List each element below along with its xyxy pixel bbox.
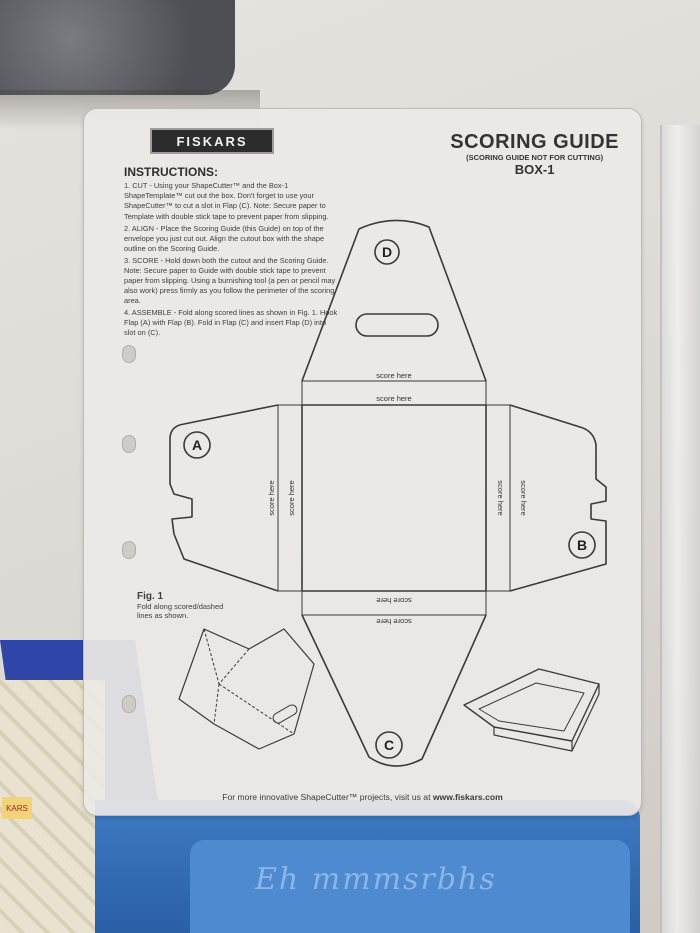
sticker-label: KARS	[2, 797, 32, 819]
flap-label-d: D	[382, 244, 392, 260]
guide-subtitle: (SCORING GUIDE NOT FOR CUTTING)	[466, 153, 604, 162]
score-label-top: score here	[376, 371, 411, 380]
score-label-top-inner: score here	[376, 394, 411, 403]
flap-c-outline	[301, 614, 487, 767]
fig1-folded-box-sketch	[178, 628, 315, 750]
stencil-script-text: Eh mmmsrbhs	[255, 862, 497, 897]
flap-a-outline	[169, 404, 279, 592]
score-label-right: score here	[496, 480, 505, 515]
score-label-left-inner: score here	[287, 480, 296, 515]
scoring-guide-template: FISKARS SCORING GUIDE (SCORING GUIDE NOT…	[83, 108, 642, 816]
flap-b-outline	[509, 404, 607, 592]
instructions: INSTRUCTIONS: 1. CUT - Using your ShapeC…	[124, 164, 339, 340]
binder-hole	[122, 435, 136, 453]
instructions-heading: INSTRUCTIONS:	[124, 165, 218, 179]
score-band-left	[277, 404, 303, 592]
footer-url: www.fiskars.com	[432, 792, 503, 802]
flap-label-c: C	[384, 737, 394, 753]
flap-label-a: A	[192, 437, 202, 453]
blue-stencil	[190, 840, 630, 933]
score-band-right	[485, 404, 511, 592]
score-label-left: score here	[267, 480, 276, 515]
binder-hole	[122, 345, 136, 363]
binder-hole	[122, 695, 136, 713]
guide-title: SCORING GUIDE	[450, 131, 619, 153]
box-base-square	[301, 404, 487, 592]
fiskars-logo: FISKARS	[150, 128, 274, 154]
instruction-step: 2. ALIGN - Place the Scoring Guide (this…	[124, 223, 325, 253]
fig1-caption: Fig. 1 Fold along scored/dashed lines as…	[137, 591, 237, 620]
footer-text: For more innovative ShapeCutter™ project…	[222, 792, 431, 802]
score-label-bottom: score here	[376, 596, 411, 605]
gray-felt-fabric	[0, 0, 235, 95]
fig1-title: Fig. 1	[137, 591, 164, 602]
score-band-top	[301, 380, 487, 406]
footer: For more innovative ShapeCutter™ project…	[84, 792, 641, 802]
instruction-step: 3. SCORE - Hold down both the cutout and…	[124, 255, 336, 305]
score-band-bottom	[301, 590, 487, 616]
plastic-sleeve	[660, 125, 700, 933]
score-label-bottom-outer: score here	[376, 617, 411, 626]
flap-d-tab-slot	[355, 313, 439, 337]
binder-hole	[122, 541, 136, 559]
assembled-box-sketch	[463, 668, 600, 742]
score-label-right-outer: score here	[519, 480, 528, 515]
model-number: BOX-1	[514, 162, 555, 177]
instruction-step: 4. ASSEMBLE - Fold along scored lines as…	[124, 308, 338, 338]
instruction-step: 1. CUT - Using your ShapeCutter™ and the…	[124, 181, 329, 221]
flap-label-b: B	[577, 537, 587, 553]
guide-title-block: SCORING GUIDE (SCORING GUIDE NOT FOR CUT…	[450, 131, 619, 177]
fig1-text: Fold along scored/dashed lines as shown.	[137, 602, 224, 620]
